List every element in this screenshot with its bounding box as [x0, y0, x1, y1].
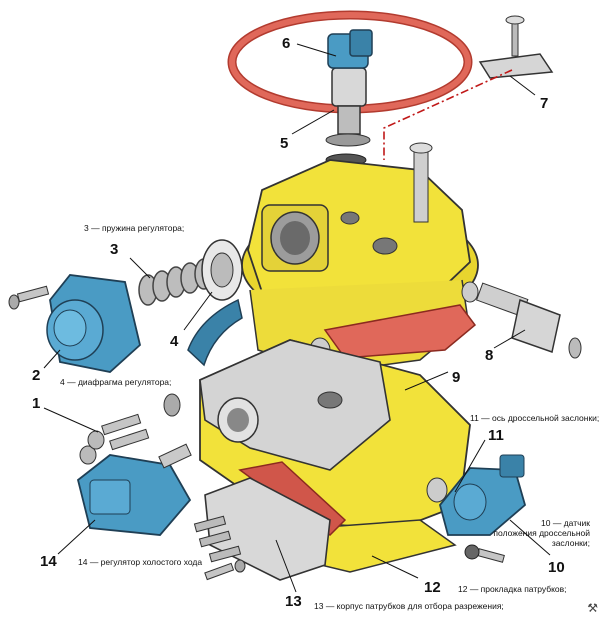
cover-screw	[8, 285, 50, 310]
caption-13: 13 — корпус патрубков для отбора разреже…	[314, 601, 504, 611]
label-1: 1	[32, 395, 41, 412]
label-4: 4	[170, 333, 179, 350]
idle-regulator-screws	[79, 393, 181, 465]
label-2: 2	[32, 367, 41, 384]
throttle-axle	[426, 477, 448, 503]
label-5: 5	[280, 135, 289, 152]
leader-lines	[43, 43, 551, 593]
label-8: 8	[485, 347, 494, 364]
caption-4: 4 — диафрагма регулятора;	[60, 377, 172, 387]
caption-12: 12 — прокладка патрубков;	[458, 584, 567, 594]
tools-icon: ⚒	[587, 601, 598, 615]
sensor-screw	[464, 544, 505, 563]
caption-11: 11 — ось дроссельной заслонки;	[470, 413, 600, 423]
throttle-position-sensor	[439, 454, 527, 536]
caption-3: 3 — пружина регулятора;	[84, 223, 185, 233]
label-10: 10	[548, 559, 565, 576]
label-14: 14	[40, 553, 57, 570]
label-11: 11	[488, 427, 504, 444]
label-6: 6	[282, 35, 291, 52]
idle-air-regulator	[76, 443, 192, 536]
caption-10-line3: заслонки;	[551, 538, 590, 548]
label-3: 3	[110, 241, 119, 258]
label-13: 13	[285, 593, 302, 610]
fuel-fitting	[461, 281, 582, 359]
bottom-screw	[204, 559, 246, 581]
label-7: 7	[540, 95, 549, 112]
bracket-with-screw	[478, 15, 554, 79]
caption-14: 14 — регулятор холостого хода	[78, 557, 203, 567]
stud-bolt	[409, 142, 433, 223]
regulator-cover	[46, 274, 141, 373]
label-9: 9	[452, 369, 461, 386]
caption-10-line2: положения дроссельной	[493, 528, 590, 538]
regulator-diaphragm	[201, 239, 243, 301]
vacuum-pipe-body	[193, 477, 331, 581]
label-12: 12	[424, 579, 441, 596]
blue-seal	[187, 298, 243, 367]
caption-10-line1: 10 — датчик	[541, 518, 590, 528]
injector	[327, 29, 373, 135]
